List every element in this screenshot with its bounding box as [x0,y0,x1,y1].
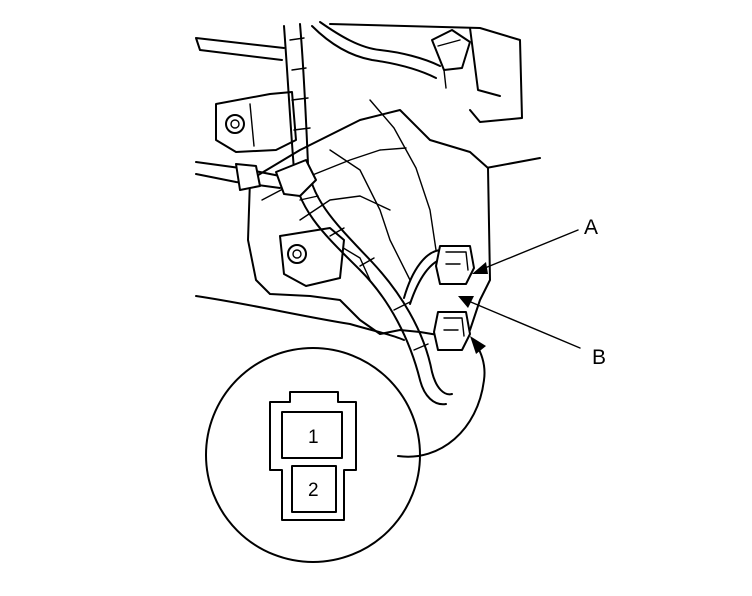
callout-label-a: A [584,216,598,239]
lower-outline [195,295,405,341]
middle-bracket [279,227,345,287]
callout-leaders [458,229,581,349]
pin-1-label: 1 [308,427,319,448]
connector-b [433,311,471,351]
pin-2-label: 2 [308,480,319,501]
wire-harness [195,21,453,406]
upper-frame [195,23,541,169]
left-bracket [215,91,297,153]
callout-label-b: B [592,346,606,369]
connector-a [435,245,475,285]
connector-detail-view: 1 2 [205,336,486,563]
